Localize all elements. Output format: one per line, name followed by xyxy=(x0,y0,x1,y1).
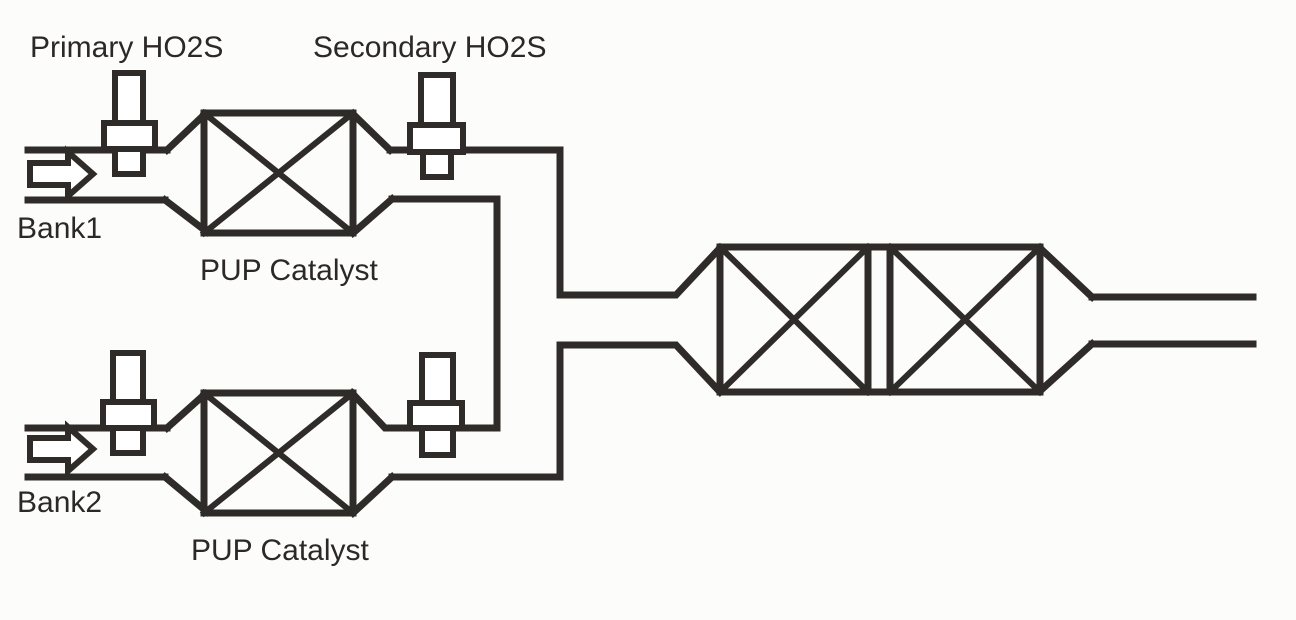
bank2-catalyst-outlet-cone-bottom xyxy=(348,472,397,518)
bank1-label: Bank1 xyxy=(17,212,102,245)
bank1-assembly xyxy=(24,108,725,299)
bank1-outlet-pipe-outer-wall xyxy=(386,146,725,299)
bank1-catalyst-inlet-cone-bottom xyxy=(160,195,212,237)
sensor-nut xyxy=(407,122,466,155)
bank1-inlet-arrow-icon xyxy=(27,145,98,203)
bank2-pup-catalyst-body xyxy=(200,389,357,517)
primary-ho2s-label: Primary HO2S xyxy=(30,31,223,64)
bank2-secondary-ho2s-sensor xyxy=(407,352,465,458)
main-catalyst-outlet-cone-bottom xyxy=(1035,339,1097,396)
sensor-body xyxy=(110,350,146,407)
bank2-outlet-pipe-outer-wall xyxy=(388,341,725,481)
sensor-body xyxy=(112,70,146,128)
main-catalyst-assembly xyxy=(715,242,1257,397)
y-collector-inner-wall xyxy=(347,195,501,432)
bank2-label: Bank2 xyxy=(17,486,102,519)
sensor-tip xyxy=(110,425,146,456)
bank1-catalyst-outlet-cone-bottom xyxy=(348,194,397,238)
main-catalyst-chamber1-x-brace xyxy=(715,242,873,397)
main-catalyst-chamber-divider xyxy=(864,243,894,396)
bank2-inlet-arrow-icon xyxy=(27,420,98,478)
bank1-secondary-ho2s-sensor xyxy=(407,72,466,180)
main-catalyst-outlet-cone-top xyxy=(1035,243,1097,302)
bank1-primary-ho2s-sensor xyxy=(101,70,158,177)
bank1-pup-catalyst-label: PUP Catalyst xyxy=(200,254,379,287)
sensor-body xyxy=(418,72,456,130)
bank2-pup-catalyst-label: PUP Catalyst xyxy=(191,534,370,567)
sensor-body xyxy=(419,352,456,408)
sensor-nut xyxy=(407,400,465,431)
sensor-tip xyxy=(420,149,454,180)
bank1-pup-catalyst-x-brace xyxy=(199,108,358,238)
bank1-catalyst-outlet-cone-top xyxy=(348,109,395,155)
bank2-pup-catalyst-x-brace xyxy=(199,388,358,518)
sensor-nut xyxy=(100,399,157,431)
main-catalyst-body xyxy=(716,243,1044,396)
secondary-ho2s-label: Secondary HO2S xyxy=(313,31,546,64)
bank2-primary-ho2s-sensor xyxy=(100,350,157,456)
sensor-nut xyxy=(101,120,158,152)
bank1-pup-catalyst-body xyxy=(200,109,357,237)
sensor-tip xyxy=(112,146,146,177)
main-catalyst-chamber2-x-brace xyxy=(885,242,1045,397)
bank2-catalyst-inlet-cone-top xyxy=(162,389,210,433)
sensor-tip xyxy=(419,425,456,458)
bank2-catalyst-inlet-cone-bottom xyxy=(160,472,212,517)
bank1-catalyst-inlet-cone-top xyxy=(162,109,210,155)
